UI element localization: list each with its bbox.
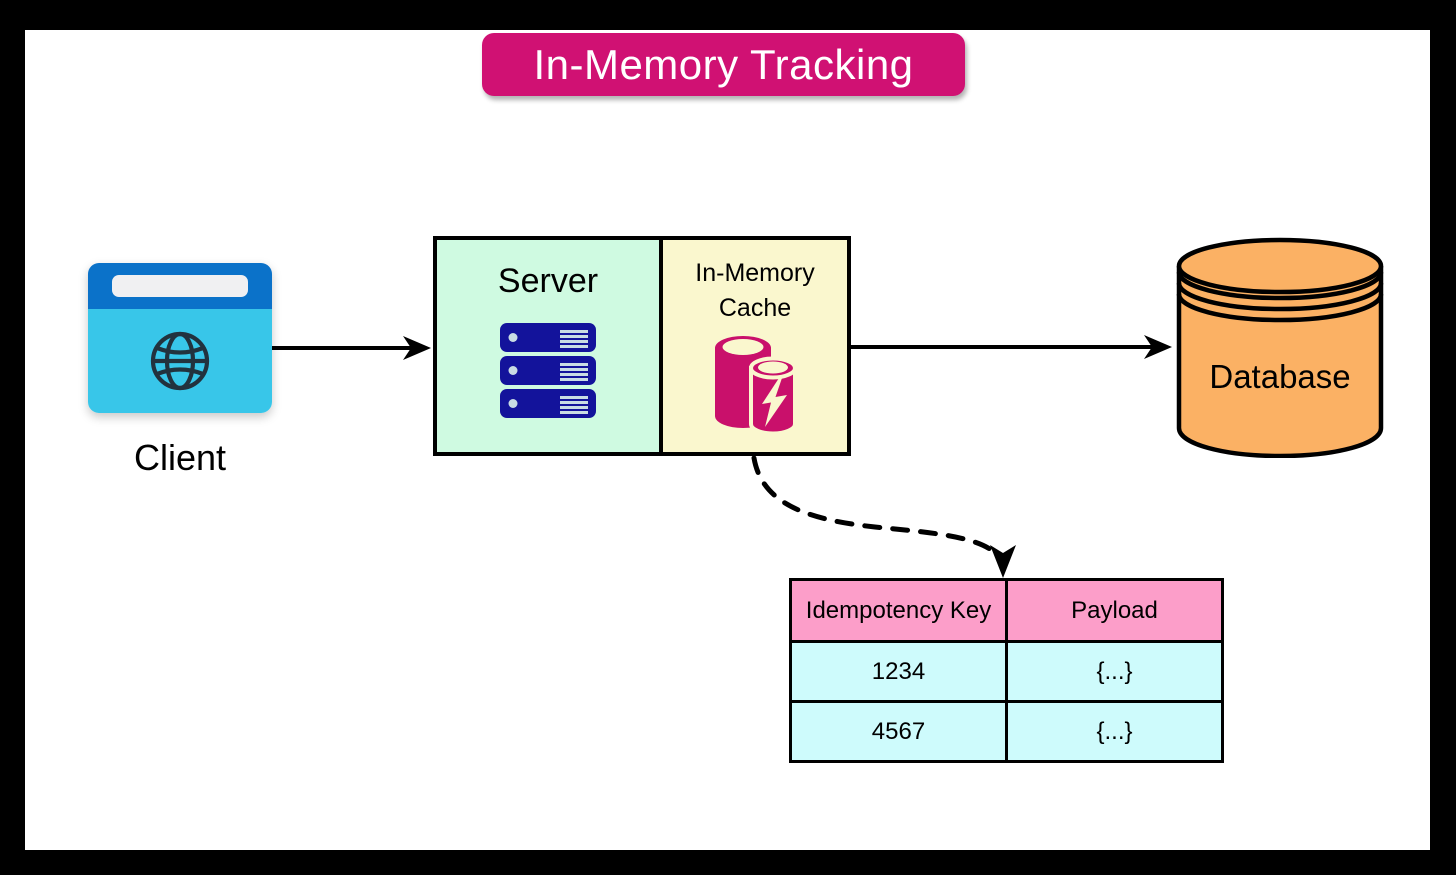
cache-to-table-dashed-arrow: [751, 455, 1016, 578]
database-label: Database: [1209, 358, 1351, 395]
table-row: 1234 {...}: [789, 640, 1224, 703]
idempotency-table: Idempotency Key Payload 1234 {...} 4567 …: [789, 578, 1224, 763]
database-node: [1176, 237, 1384, 458]
table-header-row: Idempotency Key Payload: [789, 578, 1224, 643]
browser-titlebar: [88, 263, 272, 309]
table-cell-payload: {...}: [1005, 700, 1224, 763]
server-label: Server: [497, 262, 599, 300]
server-rack-icon: [500, 323, 596, 418]
browser-address-bar: [112, 275, 248, 297]
cache-icon: [715, 336, 797, 436]
table-cell-key: 1234: [789, 640, 1008, 703]
cache-to-database-arrow: [849, 335, 1172, 359]
diagram-title: In-Memory Tracking: [533, 40, 914, 88]
server-cache-group: Server In-Memory Ca: [433, 236, 851, 456]
globe-icon: [150, 331, 210, 391]
lightning-bolt-icon: [762, 378, 787, 427]
client-node: Client: [88, 263, 272, 479]
table-row: 4567 {...}: [789, 700, 1224, 763]
table-cell-key: 4567: [789, 700, 1008, 763]
table-header-idempotency-key: Idempotency Key: [789, 578, 1008, 643]
cache-label: In-Memory Cache: [695, 259, 815, 322]
client-to-server-arrow: [272, 336, 431, 360]
client-label: Client: [133, 437, 227, 478]
server-node: Server: [437, 240, 663, 452]
table-cell-payload: {...}: [1005, 640, 1224, 703]
diagram-title-banner: In-Memory Tracking: [482, 33, 965, 96]
browser-icon: [88, 263, 272, 413]
table-header-payload: Payload: [1005, 578, 1224, 643]
browser-viewport: [88, 309, 272, 413]
cache-node: In-Memory Cache: [663, 240, 847, 452]
diagram-canvas: In-Memory Tracking: [25, 30, 1430, 850]
